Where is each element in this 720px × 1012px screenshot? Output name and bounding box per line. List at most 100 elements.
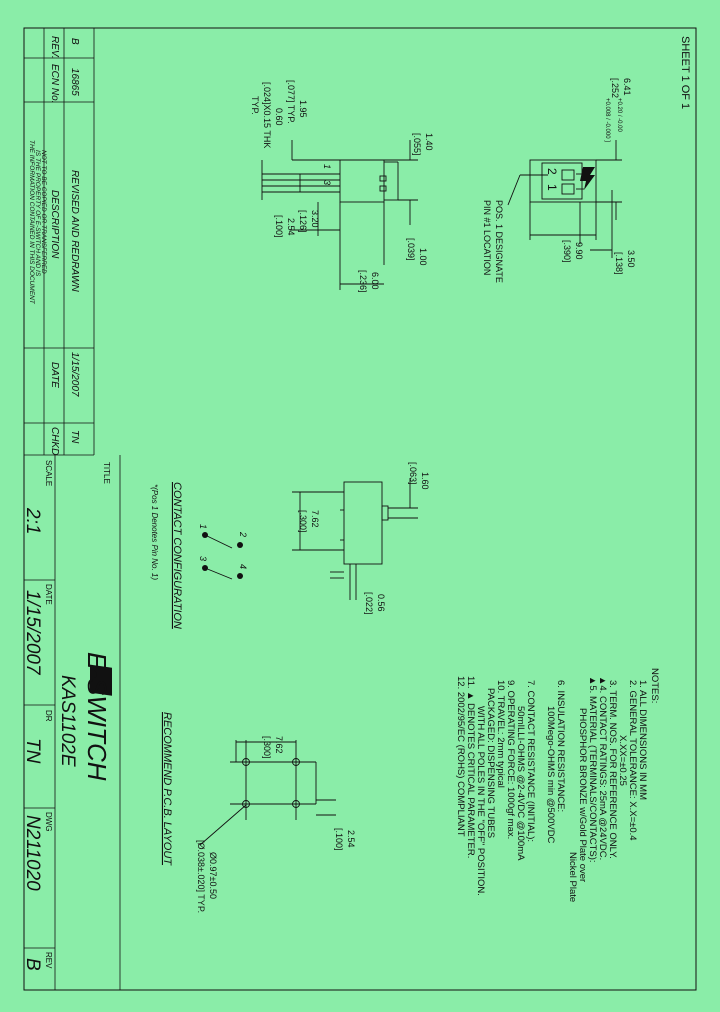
rev-value: B	[69, 38, 80, 45]
side-dim-600: 6.00	[370, 272, 380, 290]
date-label: DATE	[44, 584, 53, 605]
svg-text:IS THE PROPERTY OF E-SWITCH AN: IS THE PROPERTY OF E-SWITCH AND IS	[34, 150, 41, 277]
contact-pin-1: 1	[198, 524, 208, 529]
pcb-hole	[292, 800, 300, 808]
note-line: ▲4. CONTACT RATINGS: 25mA @24VDC.	[597, 676, 608, 860]
pcb-hole-dim-in: [Ø.038±.020] TYP.	[196, 840, 206, 913]
top-dim-width: 6.41	[622, 78, 632, 96]
side-dim-100: [.100]	[274, 215, 284, 238]
note-line: Nickel Plate	[567, 852, 578, 902]
side-view	[261, 140, 418, 290]
end-dim-762: 7.62	[310, 510, 320, 528]
pcb-hole-dim: Ø0.97±0.50	[208, 852, 218, 899]
svg-text:NOT TO BE COPIED OR TRANSFERRE: NOT TO BE COPIED OR TRANSFERRED	[40, 150, 47, 274]
note-line: WITH ALL POLES IN THE "OFF" POSITION.	[475, 706, 486, 896]
note-line: PACKAGED: DISPENSING TUBES	[485, 688, 496, 838]
contact-pin-2-dot	[237, 542, 243, 548]
e-switch-logo: E-SWITCH	[82, 652, 112, 781]
contact-config-diagram	[202, 532, 243, 580]
rev-value-block: B	[22, 958, 43, 971]
notes-title: NOTES:	[649, 668, 660, 703]
date-value-block: 1/15/2007	[22, 590, 43, 676]
note-line: ▲5. MATERIAL (TERMINALS/CONTACTS):	[587, 676, 598, 863]
note-line: 1. ALL DIMENSIONS IN MM	[637, 680, 648, 800]
pin1-label2: PIN #1 LOCATION	[482, 200, 492, 275]
note-line: 12. 2002/95/EC (ROHS) COMPLIANT	[455, 676, 466, 837]
end-dim-160: 1.60	[420, 472, 430, 490]
top-dim-390: [.390]	[562, 240, 572, 263]
date-header: DATE	[49, 362, 60, 388]
pcb-layout-title: RECOMMEND P.C.B. LAYOUT	[161, 712, 173, 866]
pcb-layout-diagram	[199, 740, 336, 846]
contact-pin-3: 3	[198, 556, 208, 561]
chkd-header: CHKD	[49, 427, 60, 455]
side-dim-236: [.236]	[358, 270, 368, 293]
pcb-dim-300: [.300]	[262, 736, 272, 759]
end-dim-063: [.063]	[408, 462, 418, 485]
svg-text:THE INFORMATION CONTAINED IN T: THE INFORMATION CONTAINED IN THIS DOCUME…	[28, 140, 35, 305]
notes-block: NOTES: 1. ALL DIMENSIONS IN MM 2. GENERA…	[455, 668, 660, 902]
note-line: 6. INSULATION RESISTANCE:	[555, 680, 566, 812]
end-dim-056: 0.56	[376, 594, 386, 612]
side-dim-100mm: 1.00	[418, 248, 428, 266]
dwg-label: DWG	[44, 812, 53, 832]
title-value: KAS1102E	[57, 675, 78, 767]
logo-text: E-SWITCH	[82, 652, 112, 781]
scale-value: 2:1	[22, 507, 43, 534]
pcb-dim-762: 7.62	[274, 736, 284, 754]
side-dim-126: [.126]	[298, 210, 308, 233]
side-dim-140: 1.40	[424, 133, 434, 151]
pcb-hole	[242, 800, 250, 808]
pin1-label: POS. 1 DESIGNATE	[494, 200, 504, 283]
note-line: 2. GENERAL TOLERANCE: X.X=±0.4	[627, 680, 638, 841]
dr-label: DR	[44, 710, 53, 722]
revision-table	[24, 28, 95, 456]
top-pos2: 2	[545, 168, 559, 175]
note-line: X.XX=±0.25	[617, 735, 628, 786]
rev-label: REV	[44, 952, 53, 969]
pcb-hole	[292, 758, 300, 766]
note-line: 9. OPERATING FORCE: 1000gf max.	[505, 680, 516, 839]
side-dim-077: [.077] TYP.	[286, 80, 296, 124]
note-line: 100Mego-OHMS min @500VDC	[545, 706, 556, 844]
end-dim-300: [.300]	[298, 510, 308, 533]
side-dim-055: [.055]	[412, 133, 422, 156]
top-pos1: 1	[545, 184, 559, 191]
description-value: REVISED AND REDRAWN	[69, 170, 80, 292]
dwg-value: N211020	[22, 815, 43, 891]
note-line: 7. CONTACT RESISTANCE (INITIAL):	[525, 680, 536, 842]
top-dim-138: [.138]	[614, 252, 624, 275]
note-line: 10. TRAVEL: 2mm typical	[495, 680, 506, 788]
note-line: PHOSPHOR BRONZE w/Gold Plate over	[577, 708, 588, 882]
description-header: DESCRIPTION	[49, 190, 60, 259]
top-dim-990: 9.90	[574, 242, 584, 260]
top-dim-350: 3.50	[626, 250, 636, 268]
side-dim-254: 2.54	[286, 218, 296, 236]
dr-value: TN	[22, 738, 43, 764]
contact-pin-4-dot	[237, 573, 243, 579]
top-dim-width-in-tol: +0.008 / -0.000 ]	[604, 98, 610, 142]
note-line: 11. ▲ DENOTES CRITICAL PARAMETER.	[465, 676, 476, 858]
side-pin-1: 1	[322, 164, 332, 169]
ecn-header: ECN No.	[49, 64, 60, 103]
pcb-hole	[242, 758, 250, 766]
contact-pin-4: 4	[238, 564, 248, 569]
top-view	[507, 140, 622, 258]
ecn-value: 16865	[69, 68, 80, 96]
sheet-label: SHEET 1 OF 1	[679, 36, 691, 109]
pcb-dim-254: 2.54	[346, 830, 356, 848]
side-dim-060: 0.60	[274, 108, 284, 126]
date-value: 1/15/2007	[69, 352, 80, 397]
proprietary-notice: THE INFORMATION CONTAINED IN THIS DOCUME…	[28, 140, 47, 305]
top-dim-width-in: [.252	[610, 78, 620, 98]
contact-config-title: CONTACT CONFIGURATION	[171, 482, 183, 629]
side-dim-320: 3.20	[310, 210, 320, 228]
side-dim-195: 1.95	[298, 100, 308, 118]
contact-pin-2: 2	[238, 531, 248, 537]
scale-label: SCALE	[44, 460, 53, 486]
side-dim-039: [.039]	[406, 238, 416, 261]
note-line: 50mILLI-OHMS @2-4VDC @100mA	[515, 706, 526, 861]
side-dim-024: [.024]X0.15 THK	[262, 82, 272, 148]
side-pin-3: 3	[322, 180, 332, 185]
